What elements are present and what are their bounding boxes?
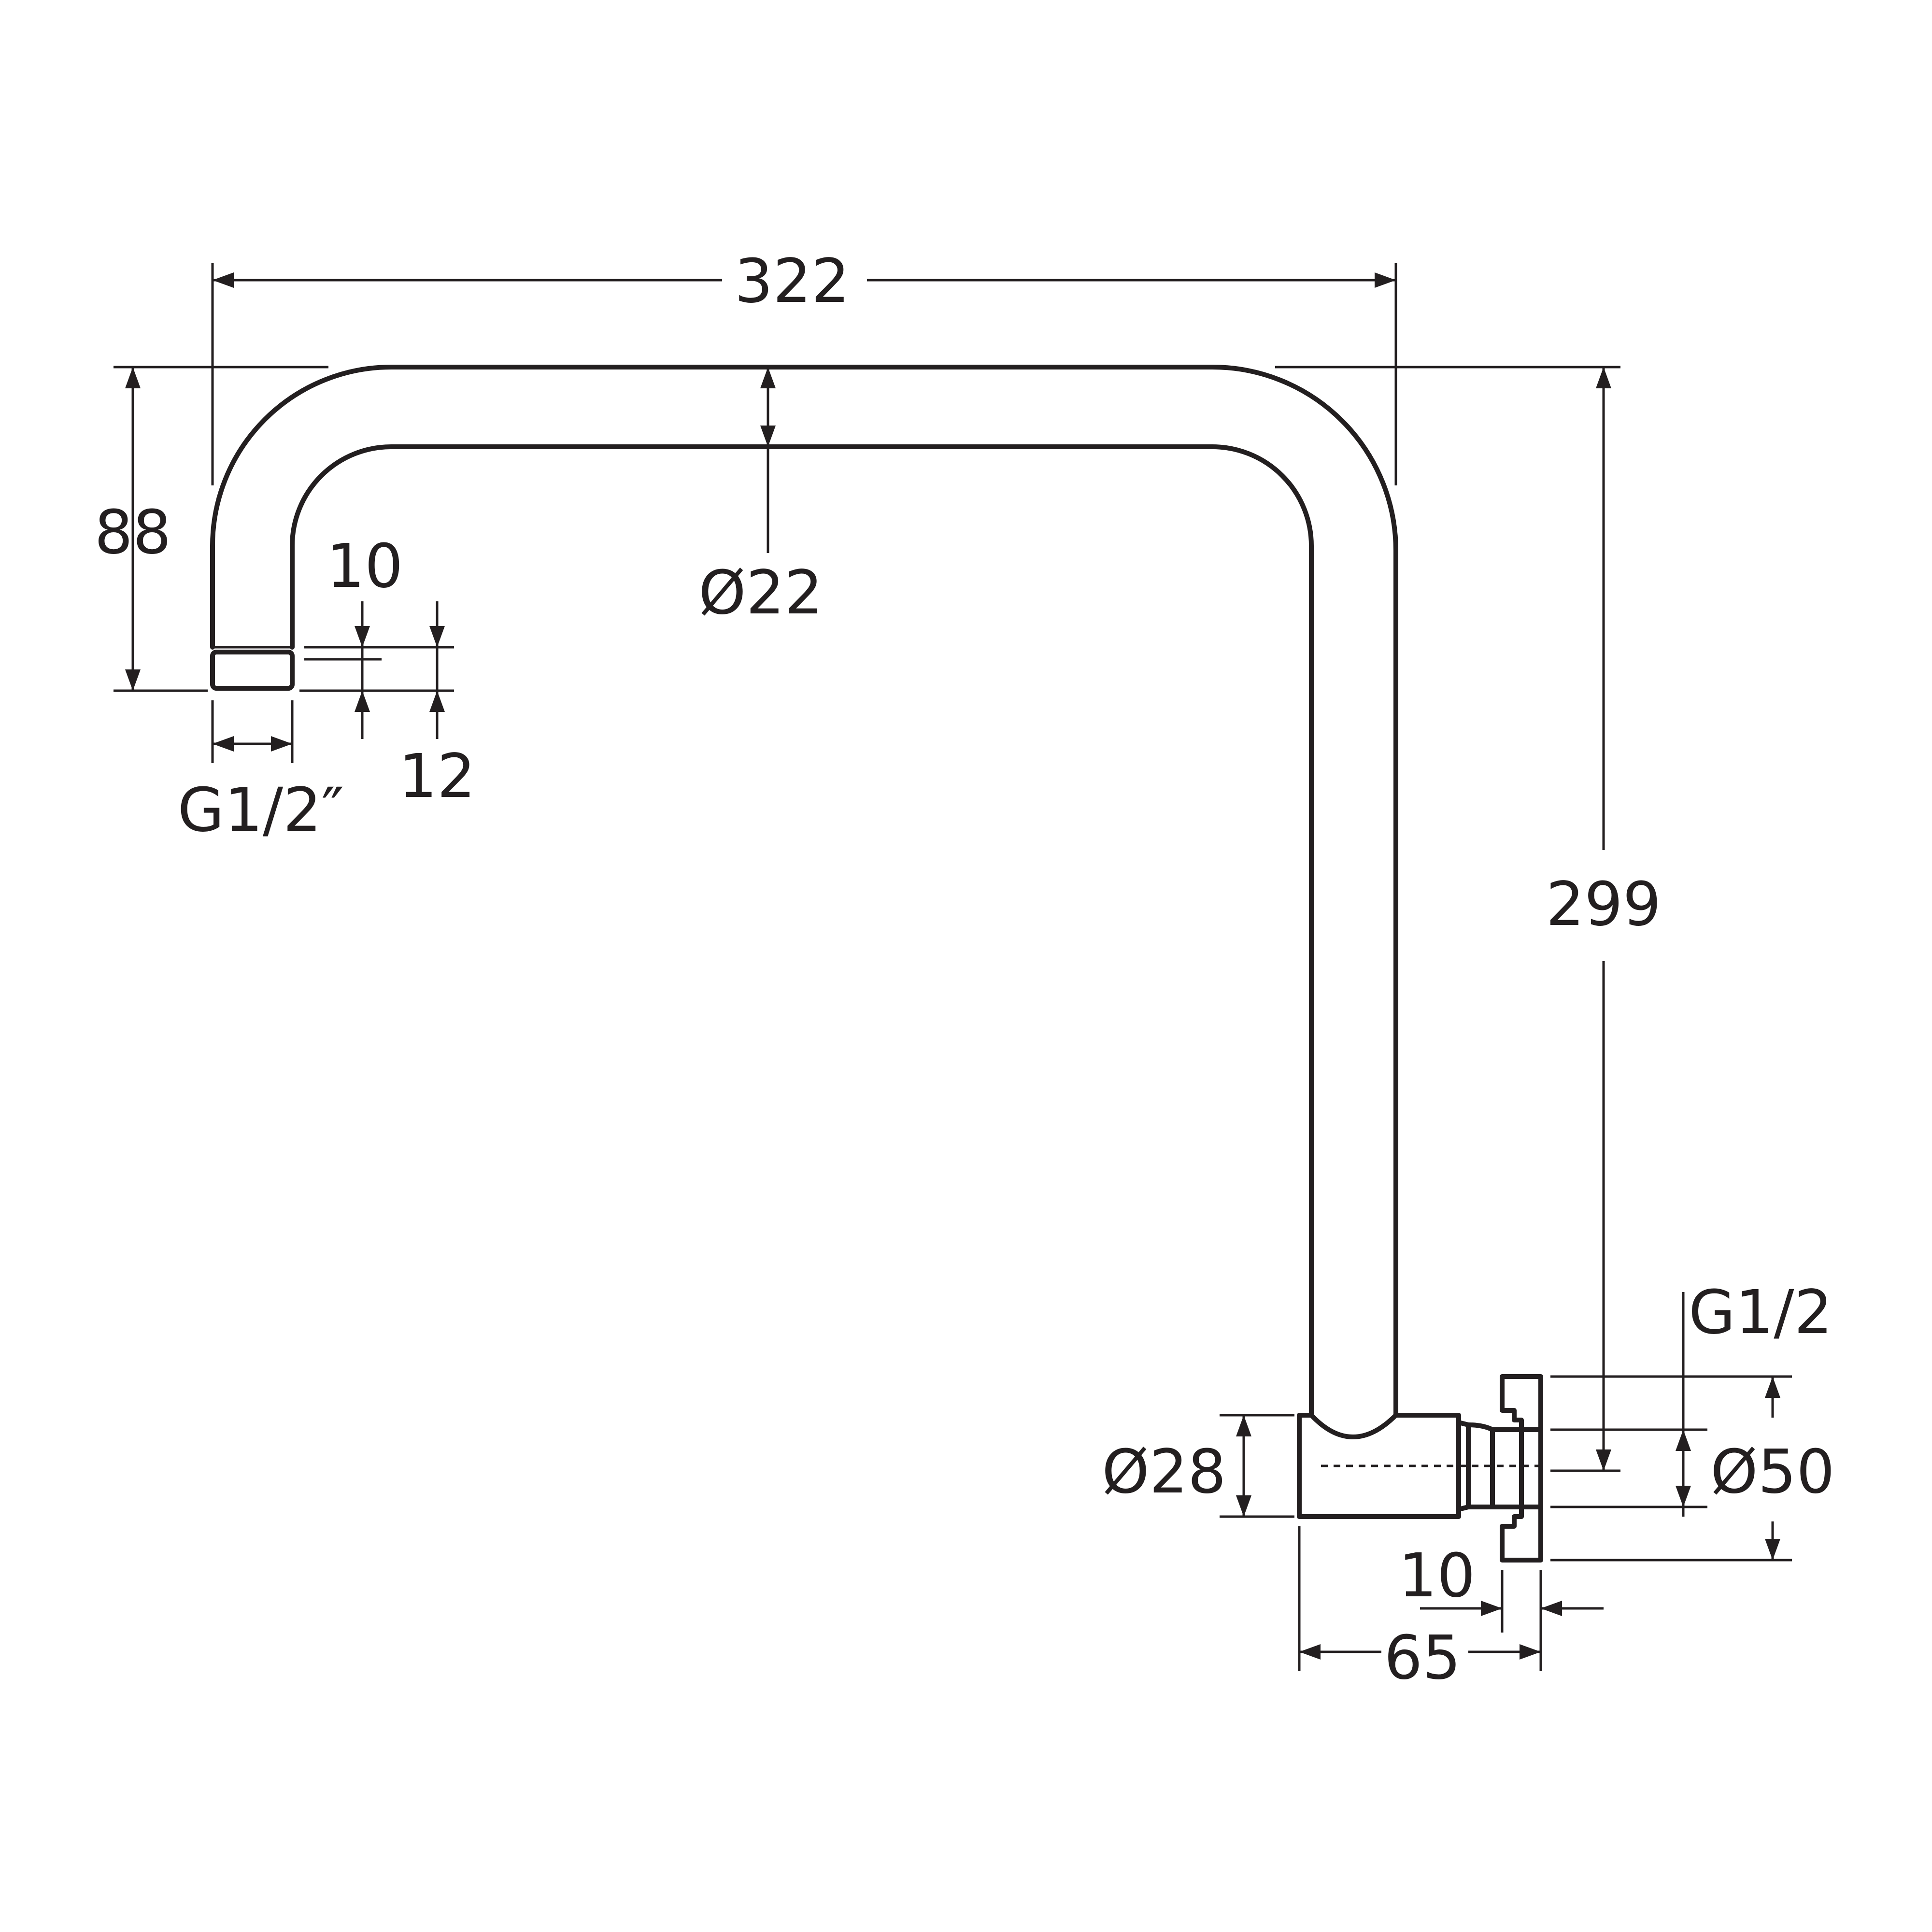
dim-outlet-thread: G1/2″: [178, 775, 344, 845]
dim-arm-diameter: Ø22: [698, 558, 823, 628]
dim-inlet-thread: G1/2: [1689, 1278, 1833, 1348]
arm-outer-contour: [210, 365, 1398, 1418]
shower-arm-body: [210, 365, 1543, 1563]
inlet-thread-body: [1490, 1427, 1543, 1509]
dim-vertical-drop: 88: [94, 497, 171, 568]
dim-base-projection: 65: [1384, 1623, 1461, 1693]
dim-overall-height: 299: [1546, 869, 1662, 939]
dim-overall-length: 322: [735, 246, 850, 316]
base-step: [1456, 1420, 1471, 1512]
dim-flange-diameter: Ø50: [1710, 1437, 1834, 1507]
dim-flange-thickness: 10: [1398, 1541, 1475, 1611]
arm-inner-contour: [290, 444, 1314, 1418]
wall-flange: [1500, 1374, 1543, 1563]
dim-thread-depth: 10: [326, 531, 403, 601]
base-block: [1297, 1413, 1461, 1519]
inlet-thread-join: [1466, 1422, 1495, 1509]
dim-base-diameter: Ø28: [1102, 1437, 1226, 1507]
dimension-labels: 322 88 Ø22 10 12 G1/2″ 299 G1/2 Ø28 Ø50 …: [94, 246, 1834, 1693]
dimension-lines: [114, 263, 1792, 1671]
dim-thread-length: 12: [398, 741, 475, 811]
outlet-thread-nipple: [210, 650, 295, 691]
